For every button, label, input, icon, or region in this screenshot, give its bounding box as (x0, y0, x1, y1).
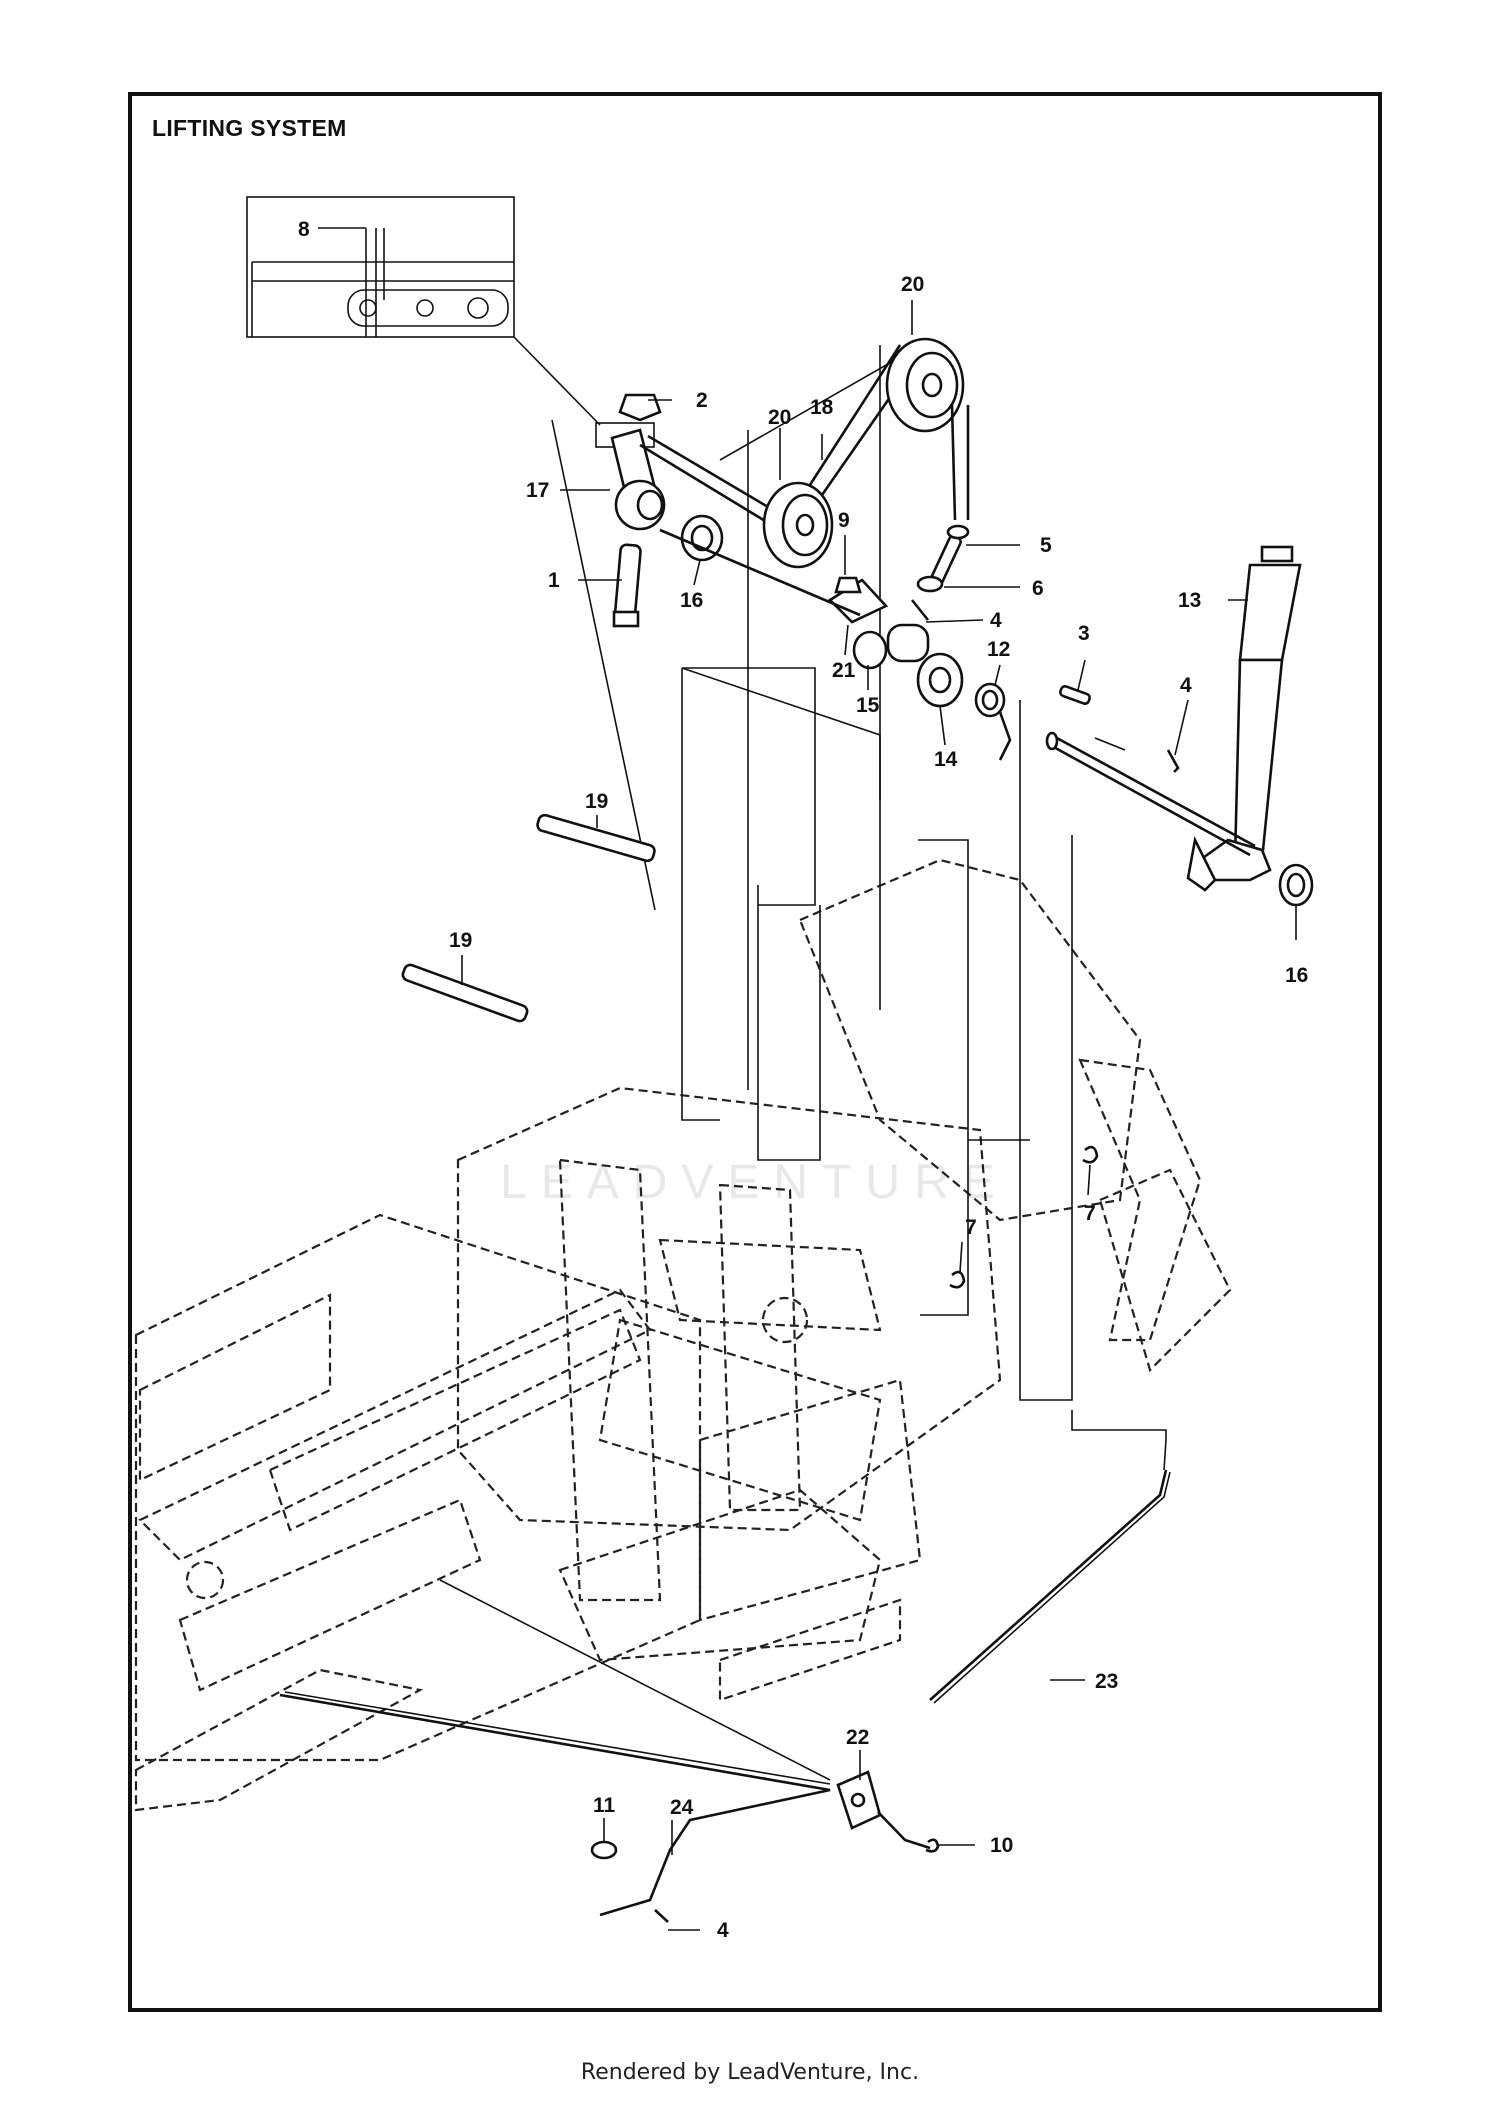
callout-7-left: 7 (965, 1216, 977, 1239)
callout-6: 6 (1032, 577, 1044, 600)
pulley-20-upper (885, 337, 970, 521)
chain-18 (639, 344, 922, 617)
callout-4-lever: 4 (1180, 674, 1192, 697)
callout-12: 12 (987, 638, 1010, 661)
callout-21: 21 (832, 659, 856, 682)
diagram-frame (128, 92, 1382, 2012)
rod-19-lower (401, 963, 529, 1023)
callout-17: 17 (526, 479, 549, 502)
arm-17 (610, 393, 666, 531)
callout-22: 22 (846, 1726, 869, 1749)
rod-24 (279, 1579, 831, 1917)
callout-14: 14 (934, 748, 958, 771)
bushing-15 (852, 623, 930, 670)
callout-1: 1 (548, 569, 560, 592)
watermark: LEADVENTURE (500, 1156, 1009, 1209)
callout-15: 15 (856, 694, 880, 717)
callout-23: 23 (1095, 1670, 1118, 1693)
callout-10: 10 (990, 1834, 1013, 1857)
bolt-1 (612, 543, 642, 628)
callout-24: 24 (670, 1796, 694, 1819)
footer-credit: Rendered by LeadVenture, Inc. (580, 2060, 920, 2085)
detail-leader-line (513, 336, 601, 426)
clip-7-right (1082, 1145, 1099, 1164)
cotter-pin-4-upper (910, 599, 930, 621)
callout-3: 3 (1078, 622, 1090, 645)
callout-16-right: 16 (1285, 964, 1308, 987)
callout-19-lower: 19 (449, 929, 472, 952)
cotter-pin-4-lower (654, 1909, 669, 1923)
callout-13: 13 (1178, 589, 1201, 612)
callout-4-upper: 4 (990, 609, 1002, 632)
callout-20-upper: 20 (901, 273, 924, 296)
clip-10 (925, 1838, 940, 1853)
callout-labels: 8 2 20 20 18 17 9 5 6 4 1 16 21 15 14 12… (298, 218, 1308, 1942)
callout-8: 8 (298, 218, 310, 241)
callout-20-lower: 20 (768, 406, 791, 429)
bushing-16-right (1278, 863, 1314, 907)
diagram-title: LIFTING SYSTEM (152, 115, 347, 141)
callout-4-lower: 4 (717, 1919, 729, 1942)
callout-2: 2 (696, 389, 708, 412)
cotter-pin-4 (1166, 749, 1180, 773)
callout-18: 18 (810, 396, 834, 419)
bellcrank-22 (836, 1770, 931, 1850)
washer-6 (916, 575, 944, 593)
washer-11 (590, 1840, 618, 1860)
rod-19-upper (536, 419, 656, 911)
clip-7-left (949, 1270, 966, 1289)
callout-leaders (318, 227, 1297, 1931)
detail-inset (246, 196, 515, 338)
lift-lever-13 (1045, 545, 1302, 892)
spring-12 (974, 682, 1012, 761)
rod-23 (929, 1469, 1171, 1704)
callout-11: 11 (593, 1794, 616, 1817)
pin-3 (1059, 684, 1091, 706)
pulley-20-lower (762, 481, 834, 569)
callout-5: 5 (1040, 534, 1052, 557)
callout-16-left: 16 (680, 589, 703, 612)
tractor-frame-outline (134, 858, 1232, 1812)
callout-9: 9 (838, 509, 850, 532)
hub-14 (916, 652, 964, 708)
callout-7-right: 7 (1084, 1202, 1096, 1225)
callout-19-upper: 19 (585, 790, 608, 813)
assembly-guide-lines (681, 345, 1167, 1471)
screw-9 (834, 576, 862, 594)
